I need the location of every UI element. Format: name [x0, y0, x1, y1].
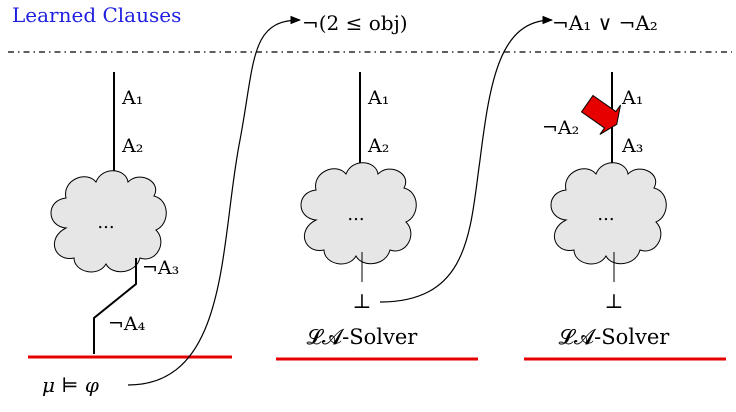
arrow-to-clause-2	[379, 15, 554, 303]
panel-2-bottom-symbol: ⊥	[353, 289, 372, 313]
panel-2-solver-label: 𝓛𝓐-Solver	[307, 325, 419, 349]
panel-2-label-a2: A₂	[367, 135, 389, 157]
panel-1-cloud: ...	[50, 170, 167, 273]
panel-3: A₁ A₃ ¬A₂ ... ⊥ 𝓛𝓐-Solver	[524, 72, 726, 361]
panel-3-label-a3: A₃	[621, 135, 643, 157]
panel-1-formula: μ ⊨ φ	[42, 373, 99, 397]
panel-1-cloud-text: ...	[97, 212, 114, 233]
panel-2-label-a1: A₁	[367, 87, 389, 109]
panel-1: A₁ A₂ ... ¬A₃ ¬A₄ μ ⊨ φ	[28, 72, 232, 397]
conflict-arrow-icon	[580, 94, 622, 135]
panel-1-label-neg-a4: ¬A₄	[108, 313, 146, 335]
panel-2: A₁ A₂ ... ⊥ 𝓛𝓐-Solver	[276, 72, 478, 361]
panel-3-label-a1: A₁	[621, 87, 643, 109]
panel-3-solver-label: 𝓛𝓐-Solver	[559, 325, 671, 349]
panel-2-cloud: ...	[300, 162, 417, 265]
learned-clause-2: ¬A₁ ∨ ¬A₂	[552, 11, 658, 35]
panel-1-branch	[93, 258, 137, 354]
panel-1-label-a2: A₂	[121, 135, 143, 157]
panel-3-cloud: ...	[550, 162, 667, 265]
panel-3-bottom-symbol: ⊥	[605, 289, 624, 313]
panel-3-cloud-text: ...	[597, 204, 614, 225]
arrow-to-clause-1	[127, 15, 302, 386]
learned-clause-1: ¬(2 ≤ obj)	[302, 11, 408, 35]
panel-1-label-neg-a3: ¬A₃	[142, 257, 179, 279]
panel-2-cloud-text: ...	[347, 204, 364, 225]
learned-clauses-title: Learned Clauses	[12, 3, 181, 27]
panel-1-label-a1: A₁	[121, 87, 143, 109]
panel-3-label-neg-a2: ¬A₂	[542, 117, 579, 139]
